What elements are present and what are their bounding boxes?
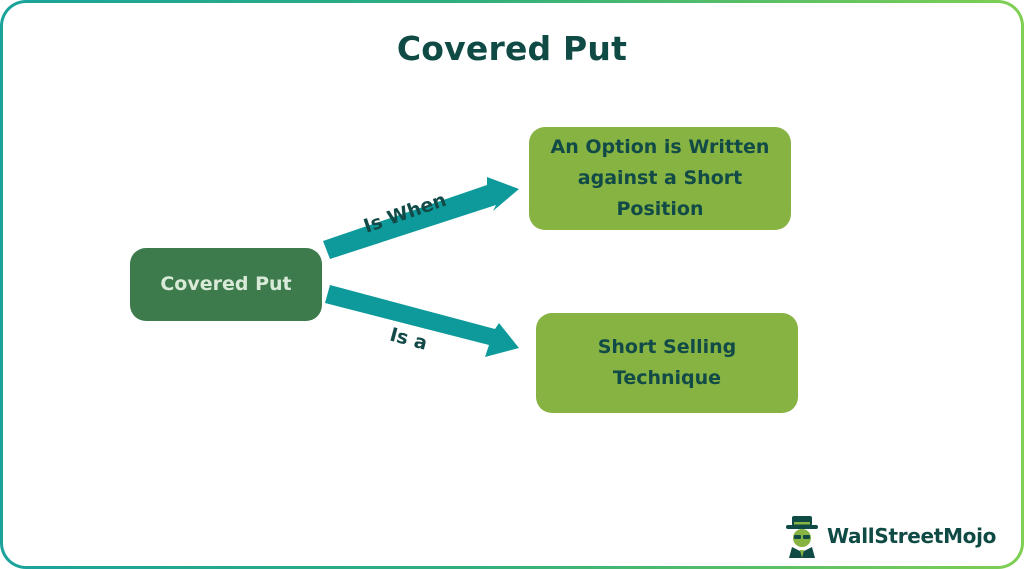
mascot-icon: [786, 516, 818, 558]
node-option-written: An Option is Written against a Short Pos…: [529, 127, 791, 230]
arrow-is-when: [323, 177, 519, 259]
connector-arrows: Is When Is a: [323, 177, 519, 357]
node-short-selling: Short Selling Technique: [536, 313, 798, 413]
brand-logo: WallStreetMojo: [783, 514, 996, 558]
arrow-is-a: [325, 285, 519, 357]
node-covered-put: Covered Put: [130, 248, 322, 321]
edge-label-is-a: Is a: [387, 324, 429, 355]
diagram-title: Covered Put: [396, 29, 628, 68]
diagram-canvas: Covered Put Is When Is a Covered Put An …: [3, 3, 1021, 566]
brand-name: WallStreetMojo: [827, 524, 997, 548]
